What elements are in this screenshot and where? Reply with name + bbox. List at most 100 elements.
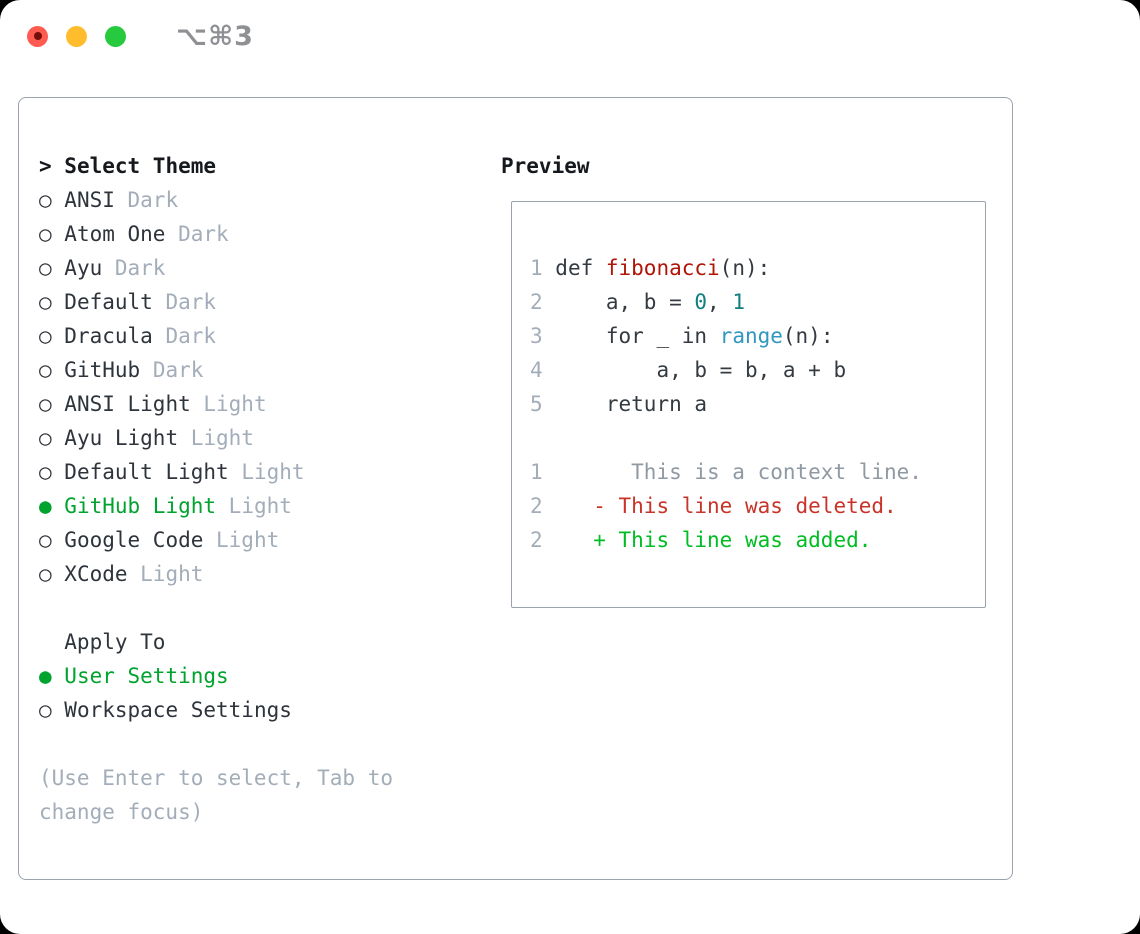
- apply-to-header: Apply To: [39, 625, 489, 659]
- radio-unselected-icon: ○: [39, 562, 65, 586]
- line-number: 3: [530, 324, 543, 348]
- theme-option-ayu[interactable]: ○ Ayu Dark: [39, 251, 489, 285]
- theme-name: GitHub Light: [64, 494, 229, 518]
- radio-unselected-icon: ○: [39, 426, 65, 450]
- titlebar: ⌥⌘3: [0, 0, 1140, 72]
- line-number: 2: [530, 290, 543, 314]
- close-button[interactable]: [27, 25, 48, 47]
- theme-variant: Dark: [165, 290, 217, 314]
- theme-name: Default Light: [64, 460, 242, 484]
- theme-option-default[interactable]: ○ Default Dark: [39, 285, 489, 319]
- line-number: 2: [530, 528, 543, 552]
- theme-name: XCode: [64, 562, 141, 586]
- radio-unselected-icon: ○: [39, 698, 65, 722]
- code-token: (n):: [782, 324, 834, 348]
- apply-option-workspace-settings[interactable]: ○ Workspace Settings: [39, 693, 489, 727]
- theme-list-header: > Select Theme: [39, 149, 489, 183]
- theme-name: Ayu: [64, 256, 115, 280]
- theme-variant: Light: [140, 562, 204, 586]
- theme-option-default-light[interactable]: ○ Default Light Light: [39, 455, 489, 489]
- code-token: (n):: [719, 256, 771, 280]
- theme-variant: Dark: [127, 188, 179, 212]
- code-token: [543, 494, 594, 518]
- radio-unselected-icon: ○: [39, 324, 65, 348]
- diff-context-line: 1 This is a context line.: [530, 455, 922, 489]
- line-number: 1: [530, 256, 543, 280]
- code-token: fibonacci: [605, 256, 720, 280]
- radio-unselected-icon: ○: [39, 392, 65, 416]
- line-number: 4: [530, 358, 543, 382]
- code-line: 1 def fibonacci(n):: [530, 251, 922, 285]
- theme-option-atom-one[interactable]: ○ Atom One Dark: [39, 217, 489, 251]
- preview-heading: Preview: [501, 154, 590, 178]
- diff-deleted-line: 2 - This line was deleted.: [530, 489, 922, 523]
- theme-option-google-code[interactable]: ○ Google Code Light: [39, 523, 489, 557]
- line-number: 2: [530, 494, 543, 518]
- zoom-button[interactable]: [105, 25, 126, 47]
- radio-selected-icon: ●: [39, 494, 65, 518]
- radio-unselected-icon: ○: [39, 460, 65, 484]
- theme-name: Default: [64, 290, 166, 314]
- code-line: 5 return a: [530, 387, 922, 421]
- radio-selected-icon: ●: [39, 664, 65, 688]
- code-token: - This line was deleted.: [593, 494, 897, 518]
- code-token: a, b =: [542, 290, 695, 314]
- theme-list: > Select Theme○ ANSI Dark○ Atom One Dark…: [39, 149, 489, 829]
- theme-variant: Dark: [165, 324, 217, 348]
- diff-added-line: 2 + This line was added.: [530, 523, 922, 557]
- theme-option-ansi[interactable]: ○ ANSI Dark: [39, 183, 489, 217]
- theme-variant: Light: [228, 494, 292, 518]
- help-text-line-2: change focus): [39, 795, 489, 829]
- theme-picker-panel: > Select Theme○ ANSI Dark○ Atom One Dark…: [18, 97, 1013, 880]
- code-line: 4 a, b = b, a + b: [530, 353, 922, 387]
- window-title: ⌥⌘3: [176, 20, 254, 52]
- theme-variant: Light: [241, 460, 305, 484]
- theme-name: ANSI Light: [64, 392, 204, 416]
- apply-option-name: User Settings: [64, 664, 229, 688]
- code-token: def: [542, 256, 606, 280]
- apply-option-user-settings[interactable]: ● User Settings: [39, 659, 489, 693]
- radio-unselected-icon: ○: [39, 256, 65, 280]
- code-line: 3 for _ in range(n):: [530, 319, 922, 353]
- theme-variant: Light: [190, 426, 254, 450]
- code-line: 2 a, b = 0, 1: [530, 285, 922, 319]
- code-token: 0: [694, 290, 708, 314]
- theme-name: Dracula: [64, 324, 166, 348]
- radio-unselected-icon: ○: [39, 222, 65, 246]
- code-token: for _ in: [542, 324, 720, 348]
- radio-unselected-icon: ○: [39, 188, 65, 212]
- code-token: + This line was added.: [593, 528, 872, 552]
- theme-name: GitHub: [64, 358, 153, 382]
- theme-option-ayu-light[interactable]: ○ Ayu Light Light: [39, 421, 489, 455]
- spacer: [39, 727, 489, 761]
- blank-line: [530, 421, 922, 455]
- theme-variant: Light: [203, 392, 267, 416]
- line-number: 5: [530, 392, 543, 416]
- code-token: range: [719, 324, 783, 348]
- theme-option-ansi-light[interactable]: ○ ANSI Light Light: [39, 387, 489, 421]
- theme-name: Atom One: [64, 222, 179, 246]
- theme-option-dracula[interactable]: ○ Dracula Dark: [39, 319, 489, 353]
- theme-option-github[interactable]: ○ GitHub Dark: [39, 353, 489, 387]
- cursor-icon: >: [39, 154, 65, 178]
- minimize-button[interactable]: [66, 25, 87, 47]
- theme-variant: Dark: [178, 222, 229, 246]
- code-token: [543, 528, 594, 552]
- help-text: (Use Enter to select, Tab to: [39, 766, 394, 790]
- theme-list-title: Select Theme: [64, 154, 217, 178]
- theme-option-xcode[interactable]: ○ XCode Light: [39, 557, 489, 591]
- close-modified-dot-icon: [33, 32, 42, 40]
- spacer: [39, 591, 489, 625]
- code-token: return a: [542, 392, 708, 416]
- apply-to-title: Apply To: [39, 630, 166, 654]
- help-text-line-1: (Use Enter to select, Tab to: [39, 761, 489, 795]
- theme-name: Ayu Light: [64, 426, 191, 450]
- help-text: change focus): [39, 800, 204, 824]
- radio-unselected-icon: ○: [39, 358, 65, 382]
- radio-unselected-icon: ○: [39, 528, 65, 552]
- line-number: 1: [530, 460, 543, 484]
- theme-option-github-light[interactable]: ● GitHub Light Light: [39, 489, 489, 523]
